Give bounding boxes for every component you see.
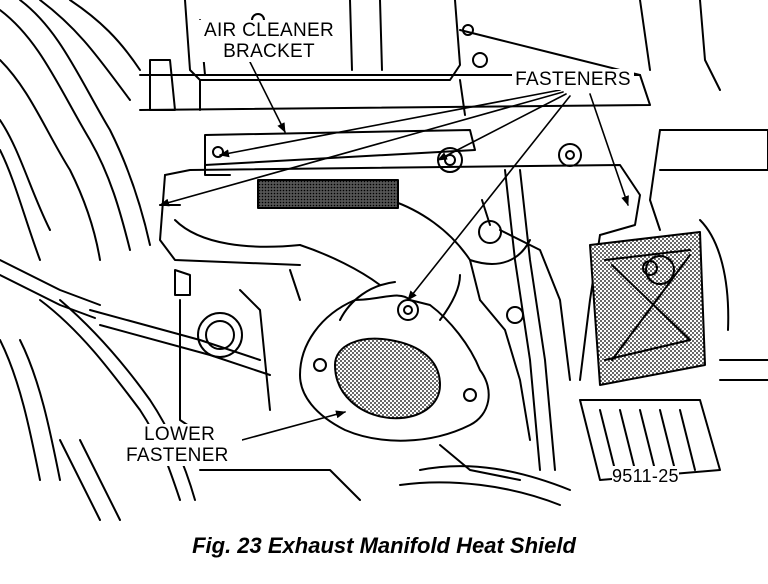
fasteners-label: FASTENERS xyxy=(512,69,634,90)
manifold-flange xyxy=(299,274,490,442)
lower-fastener-label: LOWER FASTENER xyxy=(126,424,242,466)
figure-caption: Fig. 23 Exhaust Manifold Heat Shield xyxy=(192,533,576,558)
engine-block xyxy=(174,169,571,506)
right-components xyxy=(579,0,768,481)
lower-fastener-label-line1: LOWER xyxy=(144,424,216,445)
air-cleaner-housing xyxy=(139,0,651,116)
engine-line-drawing xyxy=(0,0,768,521)
lower-fastener-label-line2: FASTENER xyxy=(126,445,229,466)
air-cleaner-label-line2: BRACKET xyxy=(223,41,315,62)
air-cleaner-bracket-label: AIR CLEANER BRACKET xyxy=(196,20,342,62)
leader-lines xyxy=(159,61,629,441)
figure-number: 9511-25 xyxy=(612,466,679,487)
air-cleaner-label-line1: AIR CLEANER xyxy=(203,20,334,41)
